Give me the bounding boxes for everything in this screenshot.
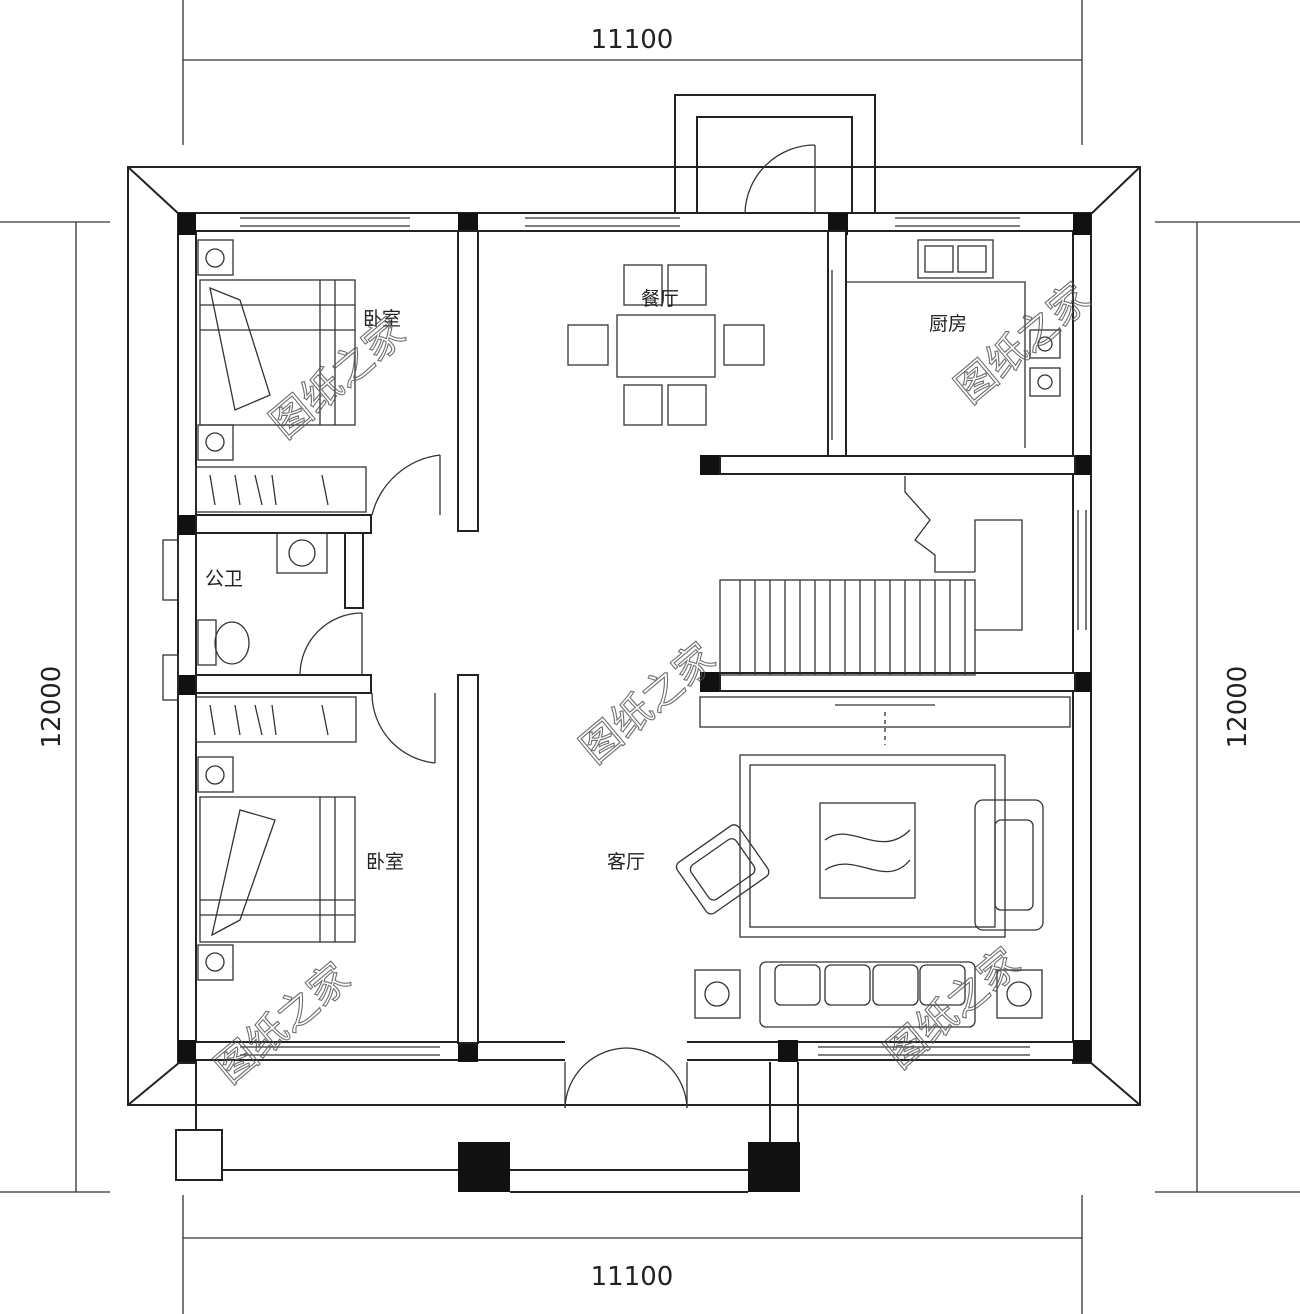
watermark-3: 图纸之家 [572, 635, 724, 773]
staircase [719, 476, 1023, 676]
room-label-bathroom: 公卫 [205, 568, 243, 590]
bottom-width-label: 11100 [591, 1262, 674, 1292]
room-label-dining: 餐厅 [641, 288, 679, 310]
porch-top [674, 94, 876, 213]
bed-top [197, 239, 356, 461]
kitchen-fixtures [846, 239, 1061, 448]
interior-walls [195, 230, 1076, 1044]
dining-table-set [567, 264, 765, 426]
top-width-label: 11100 [591, 25, 674, 55]
room-label-bedroom-bottom: 卧室 [366, 851, 404, 873]
roof-outline [127, 166, 1141, 1106]
room-label-bedroom-top: 卧室 [363, 308, 401, 330]
left-height-label: 12000 [37, 666, 67, 749]
watermark-4: 图纸之家 [207, 955, 359, 1093]
structural-columns [178, 213, 1091, 1192]
room-label-living: 客厅 [607, 851, 645, 873]
bathroom-fixtures [162, 532, 328, 701]
exterior-walls [177, 212, 1092, 1064]
front-terrace [175, 1062, 799, 1193]
door-swings [299, 144, 833, 1109]
wardrobe-bottom [195, 696, 357, 743]
right-height-label: 12000 [1223, 666, 1253, 749]
living-room-furniture [675, 696, 1071, 1028]
bed-bottom [197, 756, 356, 981]
room-label-kitchen: 厨房 [929, 313, 967, 335]
wardrobe-top [195, 466, 367, 513]
